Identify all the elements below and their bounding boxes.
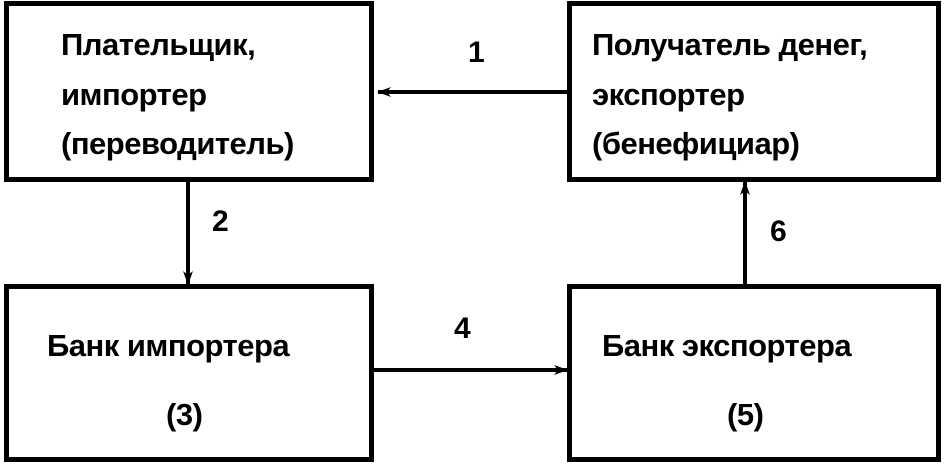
exporter-bank-title: Банк экспортера (602, 328, 852, 363)
exporter-bank-box: Банк экспортера (5) (567, 284, 941, 462)
recipient-line-3: (бенефициар) (592, 126, 800, 161)
payer-line-3: (переводитель) (61, 126, 294, 161)
arrow-6-label: 6 (770, 215, 787, 248)
importer-bank-title: Банк импортера (47, 328, 290, 363)
importer-bank-step: (3) (166, 397, 203, 432)
arrow-4-label: 4 (454, 312, 471, 345)
recipient-line-2: экспортер (592, 77, 745, 112)
payer-line-1: Плательщик, (61, 27, 256, 62)
payer-box: Плательщик, импортер (переводитель) (4, 1, 374, 182)
recipient-line-1: Получатель денег, (592, 27, 868, 62)
importer-bank-box: Банк импортера (3) (4, 284, 374, 462)
recipient-box: Получатель денег, экспортер (бенефициар) (567, 1, 941, 182)
payer-line-2: импортер (61, 77, 207, 112)
arrow-2-label: 2 (212, 205, 229, 238)
arrow-1-label: 1 (468, 36, 485, 69)
exporter-bank-step: (5) (727, 397, 764, 432)
